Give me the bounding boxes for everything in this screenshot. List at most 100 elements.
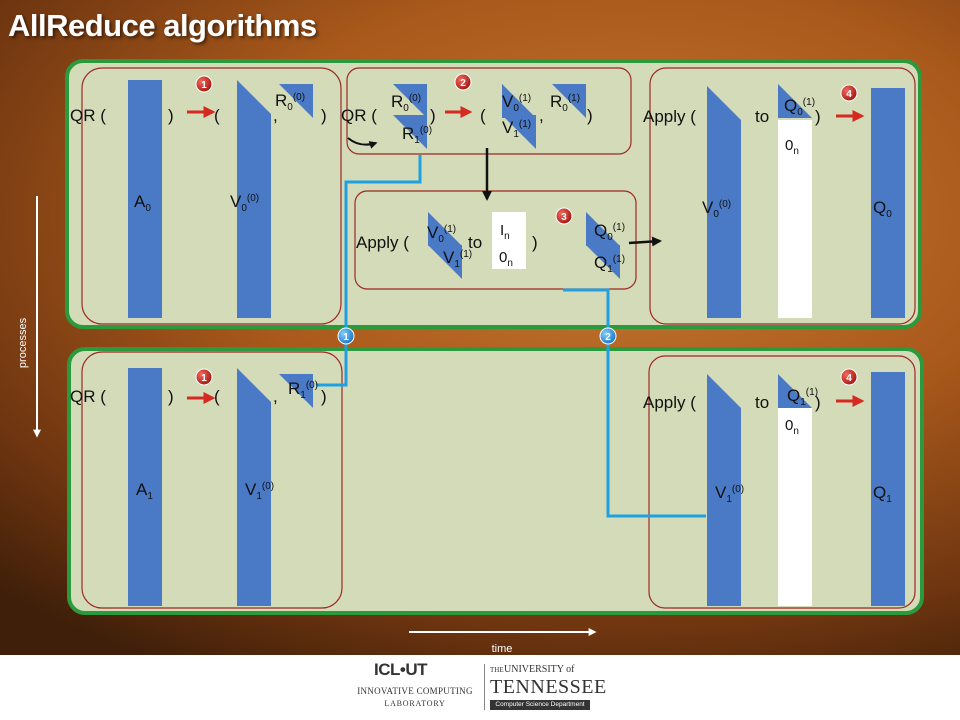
badge-comm-2-label: 2: [605, 332, 611, 343]
p0-tuple-comma: ,: [273, 106, 278, 125]
time-axis-label: time: [492, 643, 513, 655]
step2-box: [346, 67, 632, 155]
matrix-v1-0-step4: [707, 374, 741, 606]
p1-apply-close: ): [815, 393, 821, 412]
step3-to: to: [468, 233, 482, 252]
matrix-a1: [128, 368, 162, 606]
label-q1: Q1: [873, 483, 892, 505]
ut-university: UNIVERSITY of: [504, 664, 575, 675]
p0-tuple-open: (: [214, 106, 220, 125]
p0-apply-open: Apply (: [643, 107, 696, 126]
badge-step1-p0-label: 1: [201, 80, 207, 91]
p1-qr-close: ): [168, 387, 174, 406]
triangle-v1-1-step3: [428, 245, 462, 279]
triangle-r0-0-main: [279, 84, 313, 118]
matrix-v0-0: [237, 80, 271, 318]
step2-tuple-comma: ,: [539, 106, 544, 125]
processes-axis-label: processes: [17, 317, 29, 368]
triangle-r1-0-main: [279, 374, 313, 408]
label-q1-1-step4: Q1(1): [787, 386, 818, 408]
footer-bar: [0, 655, 960, 720]
label-v1-1-step2: V1(1): [502, 118, 531, 140]
p1-apply-to: to: [755, 393, 769, 412]
label-r0-1-step2: R0(1): [550, 92, 580, 114]
badge-step2-label: 2: [460, 78, 466, 89]
icl-mark: ICL•UT: [374, 660, 428, 679]
step1-box-p0: [81, 67, 342, 325]
ut-the: THE: [490, 666, 504, 674]
ut-tennessee: TENNESSEE: [490, 676, 607, 698]
p0-apply-to: to: [755, 107, 769, 126]
badge-comm-1: 1: [337, 327, 355, 345]
step2-tuple-open: (: [480, 106, 486, 125]
triangle-v1-1-step2: [502, 115, 536, 149]
badge-step1-p0: 1: [195, 75, 213, 93]
p1-tuple-close: ): [321, 387, 327, 406]
label-v1-0: V1(0): [245, 480, 274, 502]
matrix-q1: [871, 372, 905, 606]
triangle-v0-1-step2: [502, 84, 536, 118]
label-r0-0-main: R0(0): [275, 91, 305, 113]
label-a0: A0: [134, 192, 151, 214]
badge-step3-label: 3: [561, 212, 567, 223]
p0-qr-open: QR (: [70, 106, 106, 125]
label-zero-step3: 0n: [499, 249, 513, 269]
badge-step3: 3: [555, 207, 573, 225]
triangle-r1-0-step2: [393, 115, 427, 149]
p0-qr-close: ): [168, 106, 174, 125]
label-a1: A1: [136, 480, 153, 502]
triangle-q0-1-step3: [586, 212, 620, 246]
label-q0-1-step3: Q0(1): [594, 221, 625, 243]
p1-tuple-open: (: [214, 387, 220, 406]
step4-box-p0: [649, 67, 916, 325]
badge-step4-p1: 4: [840, 368, 858, 386]
badge-comm-2: 2: [599, 327, 617, 345]
triangle-r0-0-step2: [393, 84, 427, 118]
p1-qr-open: QR (: [70, 387, 106, 406]
badge-step4-p1-label: 4: [846, 373, 852, 384]
label-zero-p0: 0n: [785, 137, 799, 157]
slide-title: AllReduce algorithms: [8, 8, 317, 43]
step2-qr-close: ): [430, 106, 436, 125]
badge-comm-1-label: 1: [343, 332, 349, 343]
ut-logo: THE UNIVERSITY of TENNESSEE Computer Sci…: [490, 664, 606, 714]
triangle-q0-1-step4: [778, 84, 812, 118]
arrow-step1-to-step2: [347, 137, 378, 149]
step2-tuple-close: ): [587, 106, 593, 125]
p1-tuple-comma: ,: [273, 387, 278, 406]
matrix-v0-0-step4: [707, 86, 741, 318]
label-v0-0-step4: V0(0): [702, 198, 731, 220]
label-q1-1-step3: Q1(1): [594, 253, 625, 275]
step3-close: ): [532, 233, 538, 252]
matrix-q0: [871, 88, 905, 318]
badge-step4-p0: 4: [840, 84, 858, 102]
step2-qr-open: QR (: [341, 106, 377, 125]
matrix-v1-0: [237, 368, 271, 606]
allreduce-diagram: 1 2 3 4 1 4 1 2 QR ( ) ( , ) A0 V0(0) R0…: [17, 59, 924, 655]
zero-block-p1: [778, 408, 812, 606]
badge-step4-p0-label: 4: [846, 89, 852, 100]
label-zero-p1: 0n: [785, 417, 799, 437]
icl-name-line2: LABORATORY: [384, 699, 446, 708]
triangle-r0-1-step2: [552, 84, 586, 118]
zero-block-p0: [778, 120, 812, 318]
identity-block: [492, 212, 526, 269]
label-v0-0: V0(0): [230, 192, 259, 214]
triangle-q1-1-step3: [586, 245, 620, 279]
badge-step1-p1-label: 1: [201, 373, 207, 384]
logo-divider: [484, 664, 485, 710]
ut-department: Computer Science Department: [490, 700, 590, 710]
connector-step3-to-p1: [563, 288, 706, 518]
triangle-q1-1-step4: [778, 374, 812, 408]
label-identity: In: [500, 222, 510, 242]
label-r0-0-step2: R0(0): [391, 92, 421, 114]
p1-apply-open: Apply (: [643, 393, 696, 412]
label-r1-0-step2: R1(0): [402, 124, 432, 146]
label-v0-1-step3: V0(1): [427, 223, 456, 245]
label-q0: Q0: [873, 198, 892, 220]
label-r1-0-main: R1(0): [288, 379, 318, 401]
step3-box: [354, 190, 637, 290]
label-v0-1-step2: V0(1): [502, 92, 531, 114]
badge-step1-p1: 1: [195, 368, 213, 386]
p0-tuple-close: ): [321, 106, 327, 125]
